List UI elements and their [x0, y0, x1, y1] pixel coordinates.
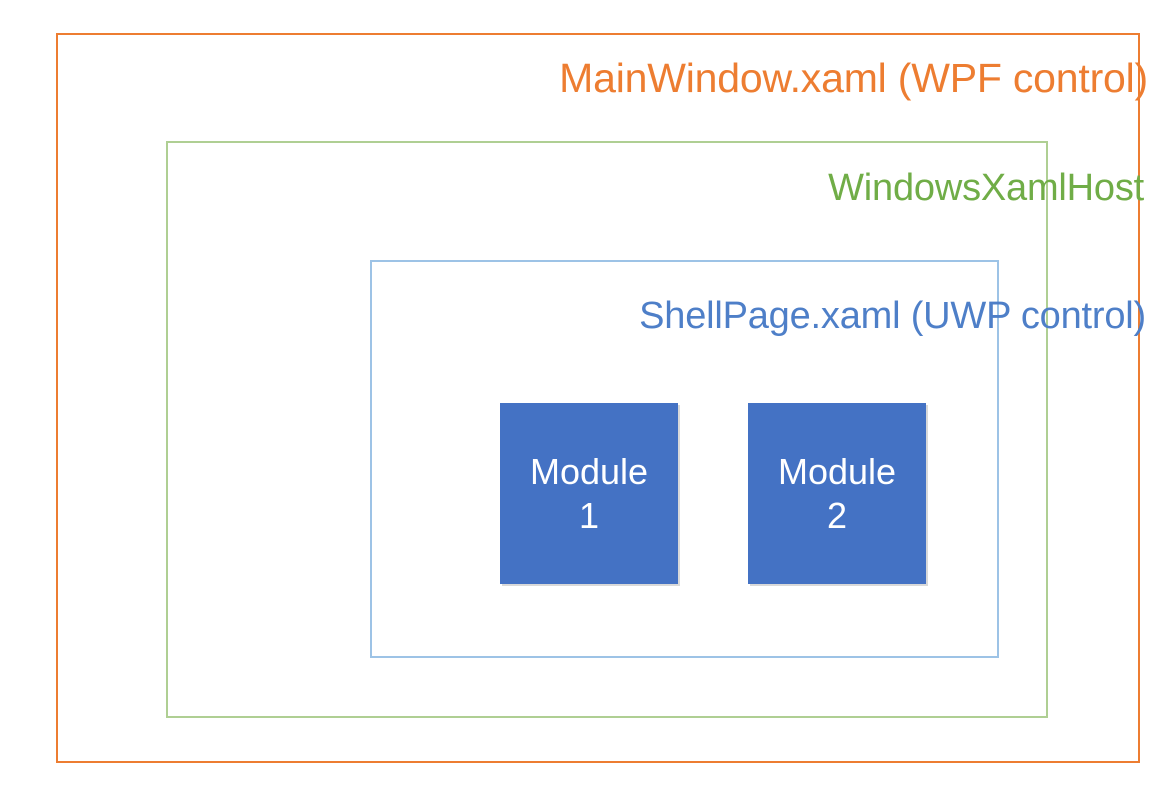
- module-2-title: Module: [777, 450, 897, 492]
- module-2-number: 2: [826, 494, 848, 536]
- label-windowsxamlhost: WindowsXamlHost: [828, 167, 1144, 209]
- label-mainwindow-xaml: MainWindow.xaml (WPF control): [559, 55, 1148, 101]
- label-shellpage-xaml: ShellPage.xaml (UWP control): [639, 295, 1146, 337]
- module-block-1: Module 1: [500, 403, 678, 584]
- module-1-title: Module: [529, 450, 649, 492]
- module-1-number: 1: [578, 494, 600, 536]
- module-block-2: Module 2: [748, 403, 926, 584]
